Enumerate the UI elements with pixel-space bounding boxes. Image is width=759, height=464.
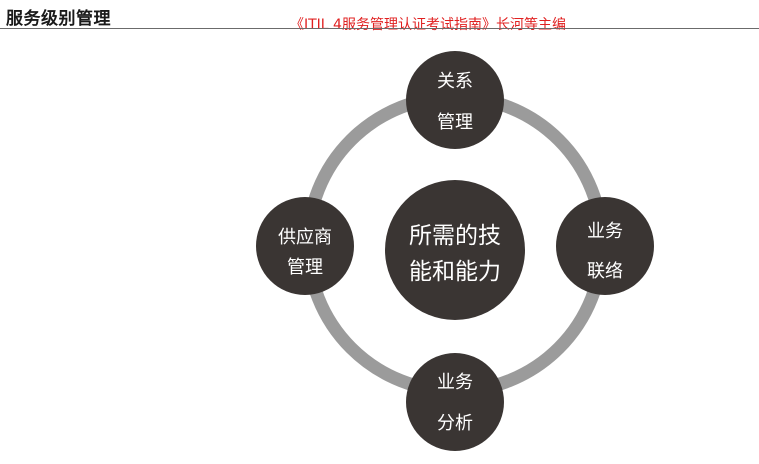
node-label-line2: 分析 xyxy=(437,413,473,434)
node-circle xyxy=(406,51,504,149)
node-label-line1: 关系 xyxy=(437,71,473,92)
node-label-line2: 管理 xyxy=(437,112,473,133)
header-divider xyxy=(0,28,759,29)
node-business-liaison: 业务 联络 xyxy=(556,197,654,295)
source-citation: 《ITIL 4服务管理认证考试指南》长河等主编 xyxy=(290,17,566,33)
node-required-skills: 所需的技 能和能力 xyxy=(385,180,525,320)
node-circle xyxy=(406,353,504,451)
node-label-line1: 业务 xyxy=(587,221,623,242)
node-label-line2: 管理 xyxy=(287,257,323,278)
node-relationship-management: 关系 管理 xyxy=(406,51,504,149)
node-circle xyxy=(256,197,354,295)
node-supplier-management: 供应商 管理 xyxy=(256,197,354,295)
center-circle xyxy=(385,180,525,320)
node-label-line1: 供应商 xyxy=(278,227,332,248)
node-business-analysis: 业务 分析 xyxy=(406,353,504,451)
node-label-line1: 业务 xyxy=(437,372,473,393)
center-label-line1: 所需的技 xyxy=(409,223,501,249)
node-label-line2: 联络 xyxy=(587,261,623,282)
page-title: 服务级别管理 xyxy=(6,9,111,29)
center-label-line2: 能和能力 xyxy=(409,259,501,285)
node-circle xyxy=(556,197,654,295)
